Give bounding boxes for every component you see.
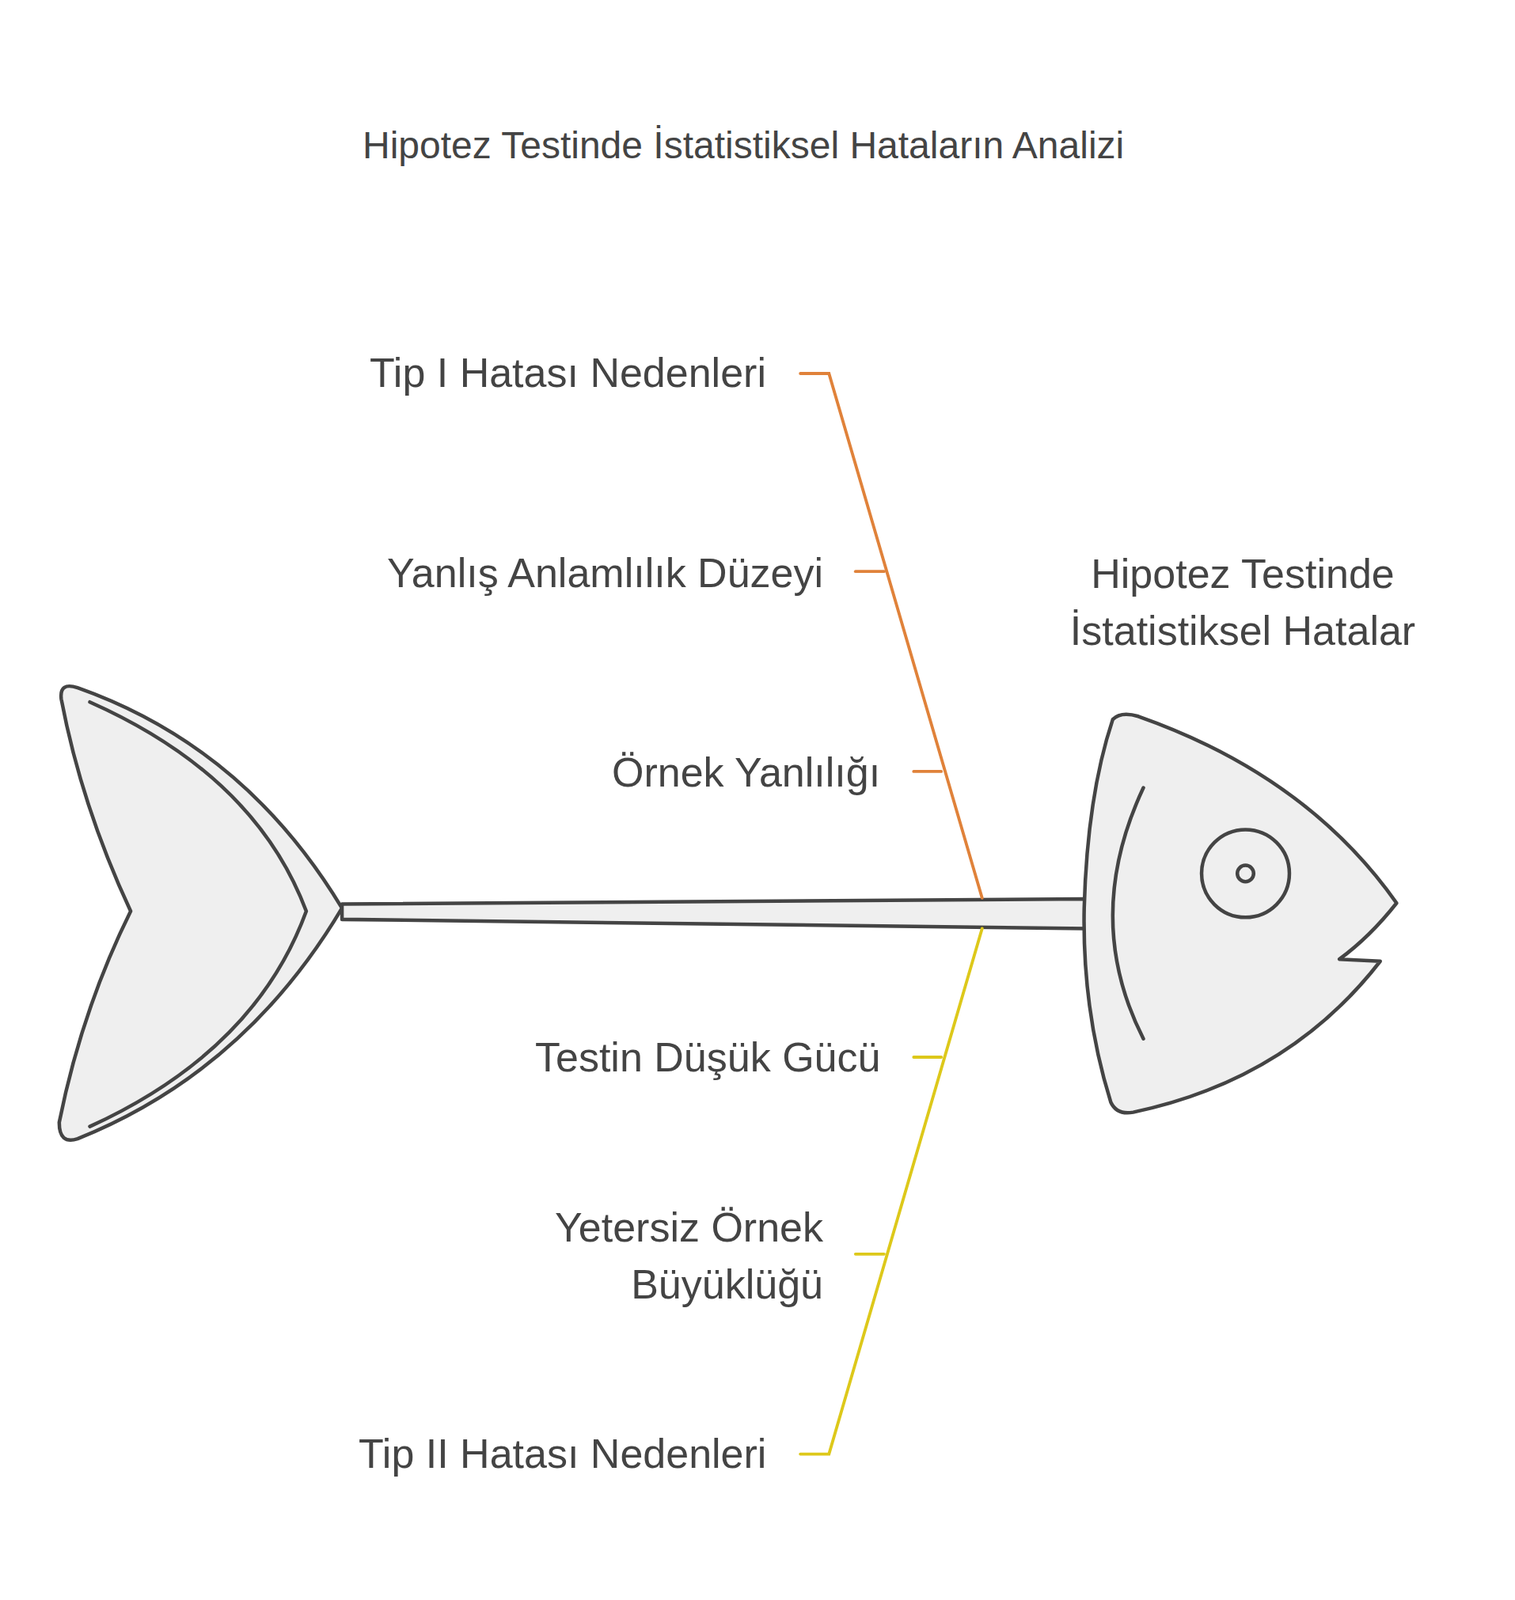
- head-gill-line: [1112, 788, 1144, 1040]
- cause-label: Testin Düşük Gücü: [535, 1029, 881, 1087]
- fish-spine: [341, 899, 1088, 929]
- branch-tick: [913, 770, 942, 774]
- branch-tick: [855, 569, 885, 574]
- diagram-title: Hipotez Testinde İstatistiksel Hataların…: [362, 119, 1124, 172]
- tail-inner-line: [89, 702, 306, 1127]
- type1-branch: [800, 373, 983, 899]
- effect-label: Hipotez Testinde İstatistiksel Hatalar: [1021, 546, 1465, 661]
- branch-tick: [855, 1253, 885, 1257]
- type2-branch: [800, 928, 983, 1455]
- cause-label: Yetersiz Örnek Büyüklüğü: [490, 1199, 824, 1314]
- cause-label: Yanlış Anlamlılık Düzeyi: [387, 545, 824, 603]
- branch-tick: [913, 1055, 942, 1060]
- fish-eye: [1201, 829, 1290, 918]
- cause-label: Tip I Hatası Nedenleri: [369, 345, 767, 403]
- cause-label: Örnek Yanlılığı: [611, 744, 881, 802]
- fish-pupil: [1237, 865, 1254, 883]
- fish-tail: [59, 686, 342, 1141]
- cause-label: Tip II Hatası Nedenleri: [358, 1426, 767, 1484]
- fish-head: [1084, 714, 1398, 1114]
